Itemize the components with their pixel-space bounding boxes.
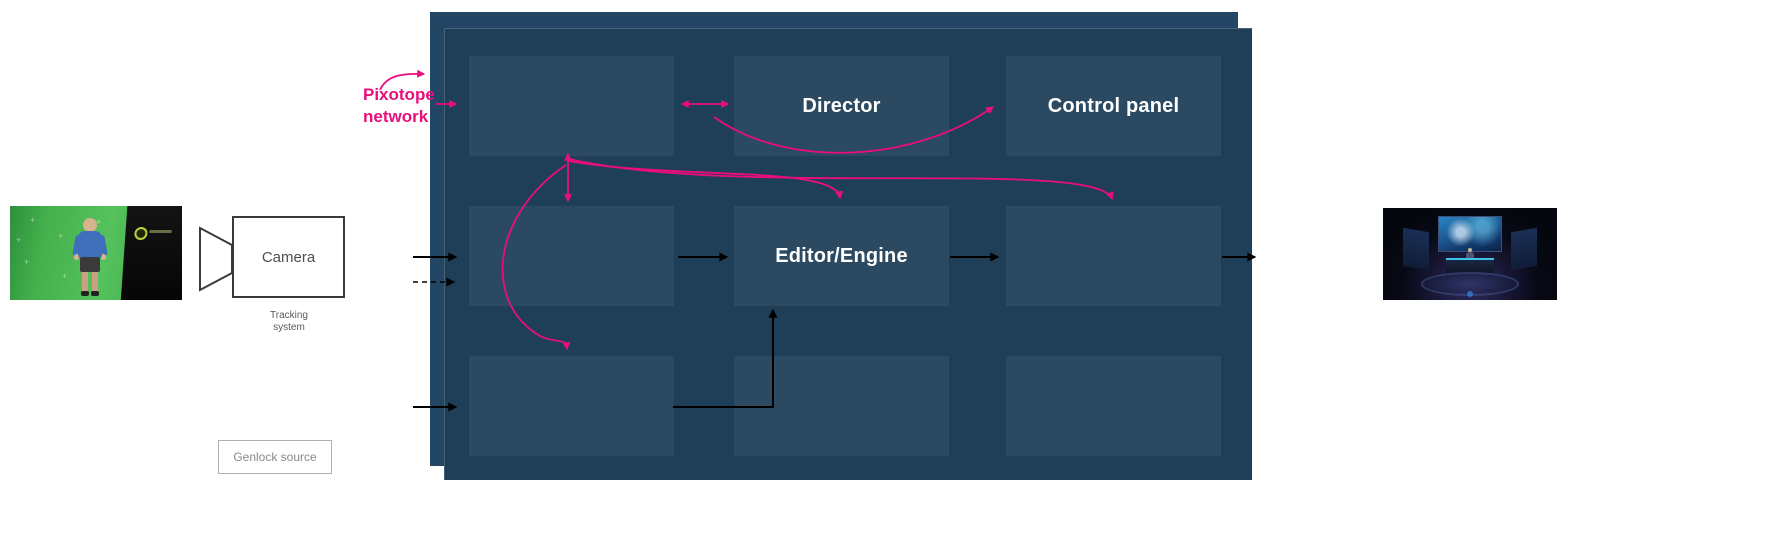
tracking-system-line1: Tracking	[270, 310, 308, 321]
network-box-r3c1	[469, 356, 674, 456]
network-box-r1c1	[469, 56, 674, 156]
presenter-leg	[92, 272, 98, 292]
control-panel-label: Control panel	[1047, 94, 1180, 117]
editor-engine-box: Editor/Engine	[734, 206, 949, 306]
studio-presenter-figure	[1465, 248, 1475, 260]
studio-presenter-body	[1466, 252, 1474, 260]
presenter-shorts	[80, 257, 100, 272]
studio-dark-panel	[120, 206, 182, 300]
camera-lens-icon	[199, 226, 233, 292]
tracking-system-line2: system	[273, 322, 305, 333]
studio-logo-text	[149, 230, 172, 233]
presenter-shirt	[78, 231, 102, 258]
genlock-source-label: Genlock source	[233, 450, 317, 464]
control-panel-box: Control panel	[1006, 56, 1221, 156]
network-box-r2c1	[469, 206, 674, 306]
studio-desk	[1446, 258, 1494, 274]
presenter-head	[83, 218, 97, 232]
presenter-leg	[82, 272, 88, 292]
studio-logo-icon	[133, 227, 148, 240]
tracking-marker-icon: +	[16, 235, 22, 245]
presenter-figure	[72, 218, 108, 298]
tracking-system-label: Tracking system	[244, 310, 334, 334]
presenter-shoe	[91, 291, 99, 296]
pixotope-network-line2: network	[363, 107, 429, 126]
tracking-marker-icon: +	[30, 215, 36, 225]
studio-main-screen	[1438, 216, 1502, 252]
tracking-marker-icon: +	[24, 257, 30, 267]
studio-floor-logo	[1467, 291, 1473, 297]
virtual-studio-photo	[1383, 208, 1557, 300]
camera-label: Camera	[261, 248, 316, 266]
pixotope-network-line1: Pixotope	[363, 85, 435, 104]
studio-side-screen-right	[1511, 227, 1537, 271]
director-label: Director	[802, 94, 881, 117]
tracking-marker-icon: +	[62, 271, 68, 281]
presenter-shoe	[81, 291, 89, 296]
network-box-r3c3	[1006, 356, 1221, 456]
greenscreen-studio-photo: + + + + + +	[10, 206, 182, 300]
pixotope-network-panel: Director Control panel Editor/Engine	[444, 28, 1252, 480]
camera-node: Camera	[232, 216, 345, 298]
studio-presenter-head	[1468, 248, 1472, 252]
genlock-source-node: Genlock source	[218, 440, 332, 474]
studio-side-screen-left	[1403, 227, 1429, 271]
network-box-r3c2	[734, 356, 949, 456]
tracking-marker-icon: +	[58, 231, 64, 241]
tracking-marker-icon: +	[96, 217, 102, 227]
director-box: Director	[734, 56, 949, 156]
editor-engine-label: Editor/Engine	[775, 244, 908, 267]
network-box-r2c3	[1006, 206, 1221, 306]
pixotope-network-label: Pixotope network	[363, 84, 453, 128]
